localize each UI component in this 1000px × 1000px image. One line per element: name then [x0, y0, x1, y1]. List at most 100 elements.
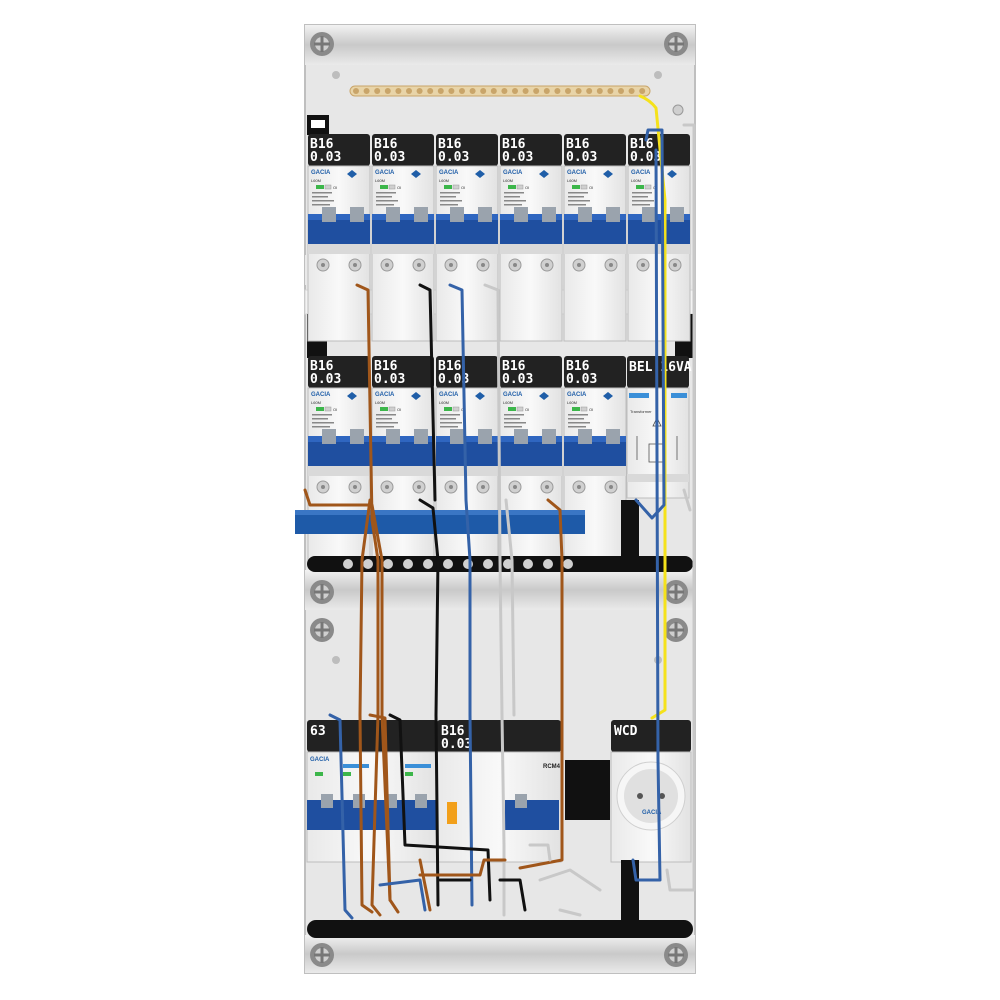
transformer-label: BEL 16VA: [629, 360, 692, 375]
rcm-sensor-block: [565, 760, 610, 820]
breaker-sensitivity: 0.03: [566, 372, 597, 387]
terminal-dot: [427, 88, 434, 94]
rcd-module: B16 0.03 RCM4: [436, 720, 562, 863]
wire-blue: [631, 148, 662, 882]
breaker-sensitivity: 0.03: [310, 372, 341, 387]
small-breaker-rating: B16: [441, 724, 465, 739]
transformer-module: BEL 16VA Transformer: [626, 356, 692, 499]
terminal-dot: [469, 88, 476, 94]
terminal-screw: [443, 559, 453, 569]
terminal-dot: [628, 88, 635, 94]
terminal-dot: [512, 88, 518, 94]
breaker-sensitivity: 0.03: [502, 372, 533, 387]
terminal-strip: [349, 85, 651, 97]
mount-screw-icon: [664, 618, 688, 642]
breaker-rating: B16: [438, 137, 462, 152]
breaker-rating: B16: [374, 359, 398, 374]
terminal-dot: [586, 88, 593, 94]
terminal-screw: [483, 559, 493, 569]
wire-black: [418, 283, 437, 502]
main-switch-brand: GACIA: [310, 757, 330, 763]
terminal-dot: [501, 88, 508, 94]
breaker-rating: B16: [310, 359, 334, 374]
terminal-screw: [543, 559, 553, 569]
terminal-dot: [490, 88, 497, 94]
terminal-screw: [403, 559, 413, 569]
terminal-screw: [383, 559, 393, 569]
socket-brand: GACIA: [642, 810, 662, 816]
breaker-rating: B16: [374, 137, 398, 152]
breaker-rating: B16: [310, 137, 334, 152]
terminal-dot: [459, 88, 465, 94]
breaker-rating: B16: [630, 137, 654, 152]
terminal-dot: [416, 88, 423, 94]
terminal-dot: [437, 88, 444, 94]
main-switch-label: 63: [310, 724, 326, 739]
mount-screw-icon: [310, 32, 334, 56]
terminal-screw: [423, 559, 433, 569]
terminal-dot: [522, 88, 529, 94]
breaker-sensitivity: 0.03: [502, 150, 533, 165]
terminal-dot: [395, 88, 402, 94]
transformer-type-text: Transformer: [630, 409, 652, 414]
terminal-dot: [353, 88, 359, 94]
breaker-rating: B16: [502, 137, 526, 152]
terminal-dot: [607, 88, 614, 94]
mount-screw-icon: [310, 580, 334, 604]
terminal-screw: [343, 559, 353, 569]
terminal-dot: [533, 88, 540, 94]
socket-module: WCD GACIA: [610, 720, 692, 863]
terminal-screw: [563, 559, 573, 569]
mount-screw-icon: [310, 943, 334, 967]
terminal-dot: [554, 88, 561, 94]
terminal-dot: [618, 88, 624, 94]
terminal-screw: [363, 559, 373, 569]
terminal-screw: [503, 559, 513, 569]
rcm-label: RCM4: [543, 764, 561, 770]
mount-screw-icon: [310, 618, 334, 642]
terminal-dot: [596, 88, 603, 94]
terminal-dot: [480, 88, 487, 94]
terminal-screw: [523, 559, 533, 569]
breaker-sensitivity: 0.03: [630, 150, 661, 165]
breaker-sensitivity: 0.03: [374, 372, 405, 387]
breaker-rating: B16: [502, 359, 526, 374]
breaker-sensitivity: 0.03: [310, 150, 341, 165]
terminal-dot: [575, 88, 582, 94]
breaker-rating: B16: [566, 137, 590, 152]
terminal-dot: [639, 88, 646, 94]
terminal-dot: [406, 88, 412, 94]
wire-grey: [665, 123, 696, 892]
wire-brown: [355, 283, 382, 917]
terminal-dot: [565, 88, 571, 94]
wiring: [303, 94, 696, 920]
breaker-row-1: B160.03B160.03B160.03B160.03B160.03B160.…: [307, 133, 691, 342]
wire-blue: [634, 128, 666, 520]
terminal-dot: [543, 88, 550, 94]
breaker-rating: B16: [438, 359, 462, 374]
terminal-dot: [384, 88, 391, 94]
mount-screw-icon: [664, 32, 688, 56]
breaker-sensitivity: 0.03: [566, 150, 597, 165]
small-breaker-sensitivity: 0.03: [441, 737, 472, 752]
mount-screw-icon: [664, 580, 688, 604]
terminal-dot: [363, 88, 370, 94]
terminal-dot: [374, 88, 381, 94]
socket-label: WCD: [614, 724, 638, 739]
breaker-sensitivity: 0.03: [374, 150, 405, 165]
mount-screw-icon: [664, 943, 688, 967]
breaker-rating: B16: [566, 359, 590, 374]
